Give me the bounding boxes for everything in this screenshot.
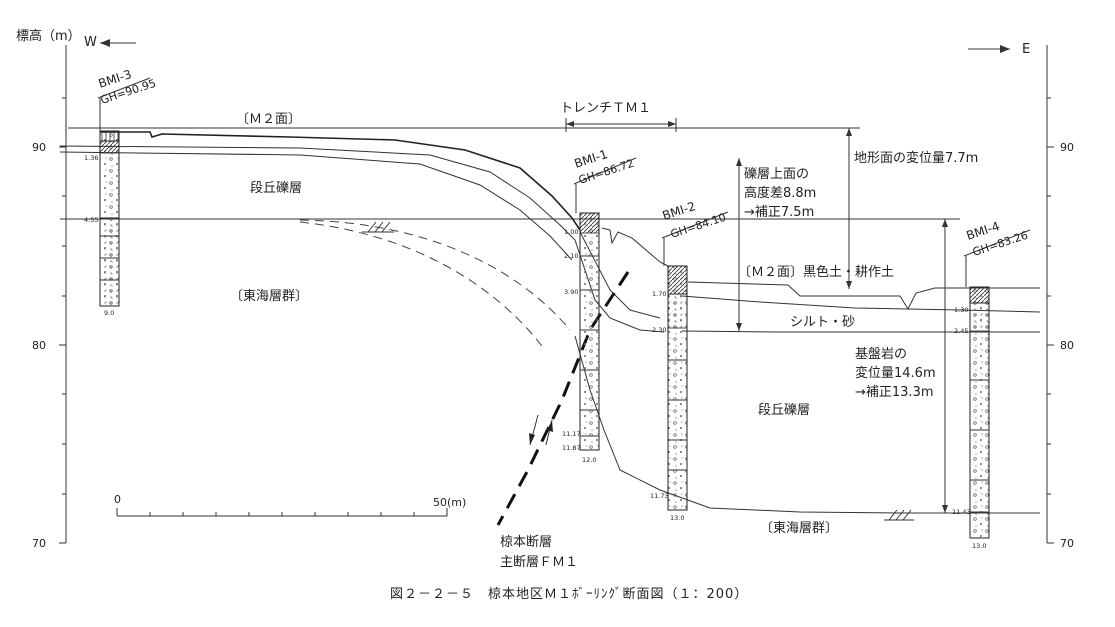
fault-slip-arrow-icon	[529, 414, 553, 446]
label-trench: トレンチＴＭ１	[560, 101, 651, 116]
surface-displacement-dimension	[846, 128, 852, 289]
label-bedrock-1: 基盤岩の	[855, 347, 907, 362]
borehole-bmi-1-bottom: 12.0	[582, 456, 596, 464]
west-label: W	[84, 35, 97, 50]
borehole-bmi-2-bottom: 13.0	[670, 514, 684, 522]
borehole-bmi-4-depth-2: 2.45	[954, 327, 968, 335]
tick-label-left-90: 90	[32, 141, 46, 154]
borehole-bmi-1-depth-4: 11.17	[562, 430, 581, 438]
label-m2-black-soil: 〔Ｍ２面〕黒色土・耕作土	[738, 264, 894, 280]
label-terrace-gravel-upper: 段丘礫層	[250, 180, 302, 196]
label-silt-sand: シルト・砂	[790, 315, 855, 330]
main-fault-line	[496, 271, 630, 526]
label-bedrock-3: →補正13.3m	[855, 385, 934, 400]
scale-end-label: 50(m)	[433, 496, 466, 509]
label-fault-2: 主断層ＦＭ１	[500, 555, 578, 570]
label-surface-displacement: 地形面の変位量7.7m	[854, 150, 978, 166]
bedrock-displacement-dimension	[942, 219, 948, 513]
gravel-top-difference-dimension	[736, 158, 742, 331]
tick-label-right-80: 80	[1060, 339, 1074, 352]
label-gravel-top-diff-2: 高度差8.8m	[744, 185, 816, 201]
tick-label-right-90: 90	[1060, 141, 1074, 154]
gravel-top-boundary-line	[59, 145, 1041, 333]
borehole-bmi-1-depth-5: 11.87	[562, 444, 581, 452]
borehole-bmi-2-depth-1: 1.70	[652, 290, 666, 298]
west-arrow-icon	[100, 39, 136, 47]
borehole-bmi-1-depth-3: 3.90	[564, 288, 578, 296]
east-label: E	[1022, 42, 1030, 57]
label-gravel-top-diff-3: →補正7.5m	[744, 205, 814, 220]
label-fault-1: 椋本断層	[500, 535, 552, 550]
label-terrace-gravel-lower: 段丘礫層	[758, 402, 810, 418]
scale-bar: 0 50(m)	[114, 493, 466, 517]
borehole-bmi-2: BMI-2 GH=84.10 1.70 2.30 11.73 13.0	[650, 199, 729, 522]
tick-label-left-80: 80	[32, 339, 46, 352]
trench-extent-marker	[565, 118, 677, 132]
scale-start-label: 0	[114, 493, 121, 506]
bedrock-hatch-icon	[362, 221, 914, 521]
label-gravel-top-diff-1: 礫層上面の	[744, 166, 809, 182]
left-elevation-axis: 90 80 70	[32, 45, 67, 550]
borehole-bmi-4: BMI-4 GH=83.26 1.30 2.45 11.43 13.0	[952, 219, 1031, 550]
figure-caption: 図２－２－５ 椋本地区Ｍ１ﾎﾞｰﾘﾝｸﾞ断面図（１：200）	[390, 587, 748, 602]
ground-surface-line	[100, 131, 1040, 311]
borehole-bmi-2-depth-2: 2.30	[652, 326, 666, 334]
borehole-bmi-3-depth-1: 1.36	[84, 154, 98, 162]
borehole-bmi-4-bottom: 13.0	[972, 542, 986, 550]
tick-label-left-70: 70	[32, 537, 46, 550]
right-elevation-axis: 90 80 70	[1046, 45, 1074, 550]
y-axis-label: 標高（m）	[16, 28, 81, 44]
label-m2-surface-upper: 〔Ｍ２面〕	[236, 112, 301, 127]
east-arrow-icon	[968, 45, 1010, 53]
label-bedrock-2: 変位量14.6m	[855, 365, 936, 381]
borehole-bmi-3: BMI-3 GH=90.95 1.36 4.55 9.0	[84, 67, 158, 317]
label-tokai-group-lower: 〔東海層群〕	[760, 520, 838, 536]
borehole-bmi-2-depth-3: 11.73	[650, 492, 669, 500]
borehole-bmi-3-bottom: 9.0	[104, 309, 114, 317]
borehole-bmi-1-depth-2: 2.10	[564, 252, 578, 260]
tick-label-right-70: 70	[1060, 537, 1074, 550]
borehole-bmi-1-depth-1: 1.00	[564, 228, 578, 236]
borehole-bmi-4-depth-1: 1.30	[954, 306, 968, 314]
borehole-bmi-3-depth-2: 4.55	[84, 216, 98, 224]
label-tokai-group-left: 〔東海層群〕	[230, 288, 308, 304]
borehole-bmi-4-depth-3: 11.43	[952, 508, 971, 516]
